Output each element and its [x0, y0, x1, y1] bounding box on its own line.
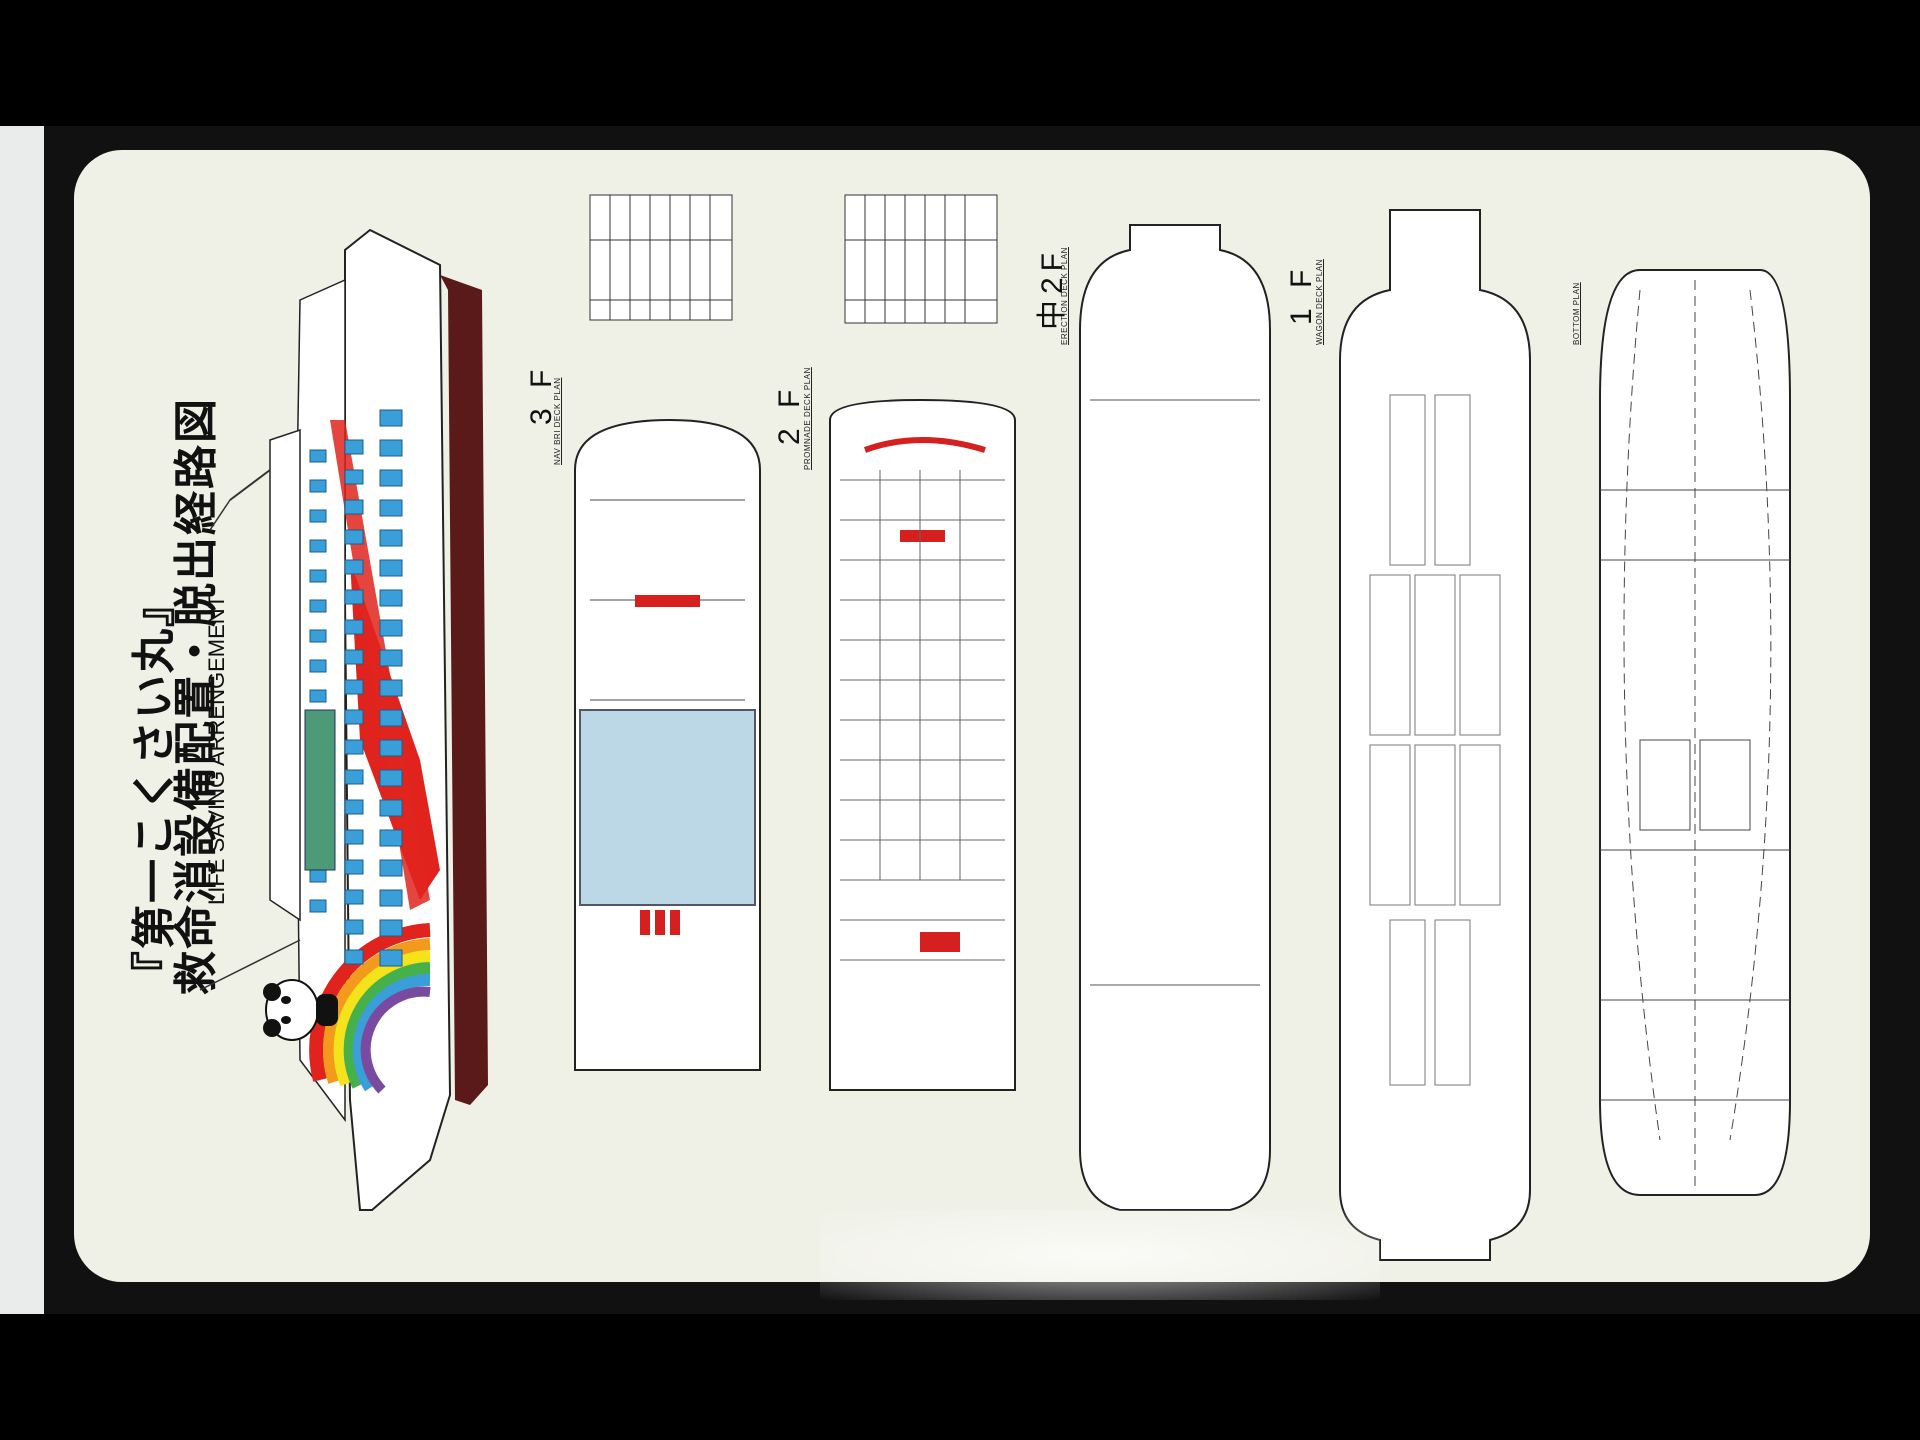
- green-hatch: [304, 709, 336, 871]
- deck-plan-3f: [574, 418, 761, 1071]
- deck-label-2f: 2 F: [773, 383, 806, 445]
- deck-sub-2f: PROMNADE DECK PLAN: [803, 367, 812, 470]
- wall-left: [0, 126, 50, 1314]
- deck-label-1f: 1 F: [1285, 263, 1318, 325]
- deck-plan-middle-2f: [1079, 224, 1271, 1211]
- deck-plan-2f: [829, 398, 1016, 1091]
- deck-plan-1f: [1339, 209, 1531, 1261]
- reflection-glare: [820, 1210, 1380, 1300]
- deck-sub-bottom: BOTTOM PLAN: [1572, 282, 1581, 345]
- deck-sub-1f: WAGON DECK PLAN: [1315, 259, 1324, 345]
- ship-profile: [199, 228, 488, 1211]
- panda-icon: [263, 979, 338, 1041]
- equipment-table-1: [589, 194, 733, 321]
- deck-plan-bottom: [1599, 269, 1791, 1196]
- deck-sub-3f: NAV BRI DECK PLAN: [553, 377, 562, 465]
- deck-sub-middle-2f: ERECTION DECK PLAN: [1060, 247, 1069, 345]
- equipment-table-2: [844, 194, 998, 324]
